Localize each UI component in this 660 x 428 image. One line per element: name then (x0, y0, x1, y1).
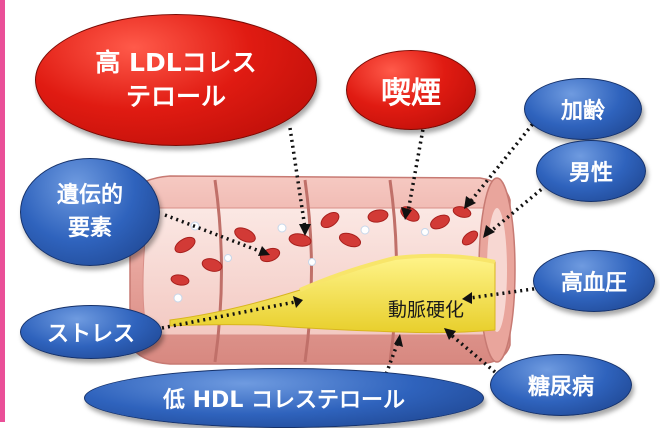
connector-arrowheads (258, 196, 495, 347)
low-hdl-label: 低 HDL コレステロール (84, 368, 484, 428)
genetic-text: 遺伝的 要素 (56, 183, 123, 241)
diabetes-text: 糖尿病 (527, 375, 594, 400)
male-text: 男性 (568, 161, 613, 186)
high-ldl-label: 高 LDLコレス テロール (35, 14, 317, 146)
diabetes-label: 糖尿病 (490, 354, 632, 416)
aging-label: 加齢 (524, 78, 642, 140)
blood-cells (170, 206, 479, 286)
atherosclerosis-label: 動脈硬化 (388, 299, 465, 321)
low-hdl-text: 低 HDL コレステロール (162, 388, 405, 413)
hypertension-label: 高血圧 (533, 250, 655, 312)
smoking-text: 喫煙 (381, 76, 441, 111)
accent-bar (0, 0, 5, 422)
high-ldl-text: 高 LDLコレス テロール (95, 48, 257, 111)
hypertension-text: 高血圧 (560, 271, 627, 296)
stress-label: ストレス (20, 305, 162, 359)
genetic-label: 遺伝的 要素 (20, 158, 160, 266)
aging-text: 加齢 (560, 99, 605, 124)
white-cells (173, 221, 429, 303)
plaque (169, 253, 496, 334)
stress-text: ストレス (46, 322, 135, 347)
smoking-label: 喫煙 (346, 50, 476, 130)
male-label: 男性 (536, 140, 646, 202)
